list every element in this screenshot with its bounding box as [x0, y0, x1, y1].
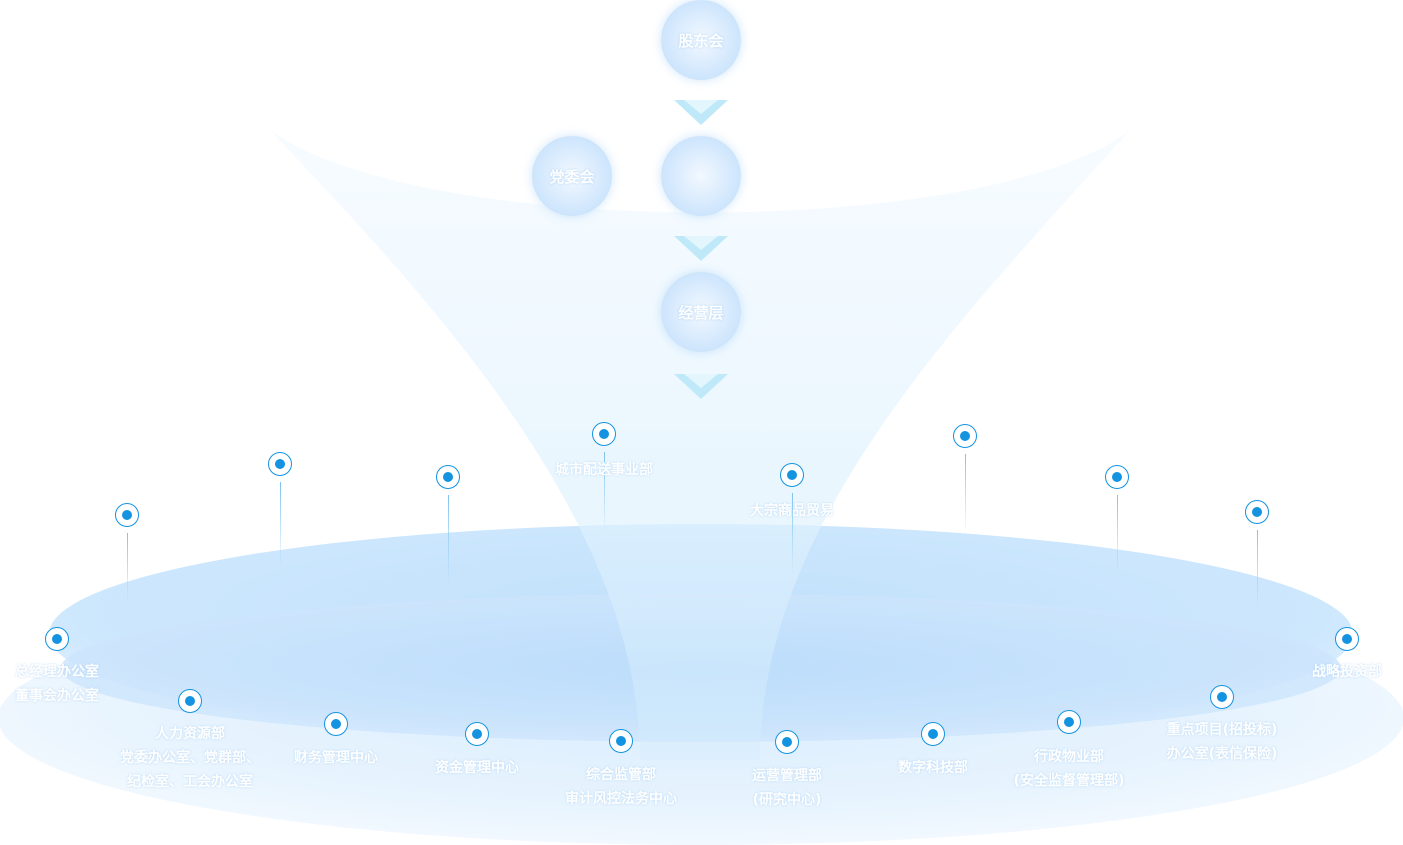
arrow-down-icon: [674, 374, 728, 399]
node-dot-icon: [599, 429, 609, 439]
front-node-9[interactable]: [1335, 627, 1359, 651]
connector-line: [280, 482, 281, 567]
label-line: 董事会办公室: [15, 688, 99, 704]
management-circle: 经营层: [661, 272, 741, 352]
front-node-0[interactable]: [45, 627, 69, 651]
label-line: 纪检室、工会办公室: [127, 774, 253, 790]
front-node-1[interactable]: [178, 689, 202, 713]
front-label-9: 战略投资部: [1312, 660, 1382, 684]
front-label-2: 财务管理中心: [294, 746, 378, 770]
board-circle: [661, 136, 741, 216]
node-dot-icon: [443, 472, 453, 482]
label-line: 总经理办公室: [15, 664, 99, 680]
node-dot-icon: [782, 737, 792, 747]
node-dot-icon: [787, 470, 797, 480]
label-line: 运营管理部: [752, 768, 822, 784]
back-node-3[interactable]: [592, 422, 616, 446]
connector-line: [448, 495, 449, 585]
node-dot-icon: [1064, 717, 1074, 727]
arrow-down-icon: [674, 100, 728, 125]
label-line: 办公室(表信保险): [1166, 746, 1278, 762]
connector-line: [604, 452, 605, 532]
front-label-0: 总经理办公室董事会办公室: [15, 660, 99, 708]
back-node-5[interactable]: [953, 424, 977, 448]
node-dot-icon: [185, 696, 195, 706]
label-line: 行政物业部: [1033, 749, 1104, 765]
front-label-7: 行政物业部 (安全监督管理部): [1014, 745, 1125, 793]
shareholders-label: 股东会: [678, 31, 724, 50]
back-node-2[interactable]: [436, 465, 460, 489]
front-label-3: 资金管理中心: [435, 756, 519, 780]
label-line: 重点项目(招投标): [1166, 722, 1278, 738]
label-line: 审计风控法务中心: [565, 791, 677, 807]
front-node-7[interactable]: [1057, 710, 1081, 734]
front-label-6: 数字科技部: [898, 756, 968, 780]
front-node-6[interactable]: [921, 722, 945, 746]
node-dot-icon: [122, 510, 132, 520]
node-dot-icon: [275, 459, 285, 469]
front-label-1: 人力资源部党委办公室、党群部、纪检室、工会办公室: [120, 722, 260, 794]
connector-line: [792, 493, 793, 573]
node-dot-icon: [1342, 634, 1352, 644]
back-label-3: 城市配送事业部: [555, 458, 653, 482]
front-node-4[interactable]: [609, 729, 633, 753]
front-node-3[interactable]: [465, 722, 489, 746]
back-node-6[interactable]: [1105, 465, 1129, 489]
front-label-8: 重点项目(招投标) 办公室(表信保险): [1167, 718, 1278, 766]
connector-line: [1117, 495, 1118, 575]
label-line: 人力资源部: [155, 726, 225, 742]
front-node-8[interactable]: [1210, 685, 1234, 709]
label-line: 战略投资部: [1312, 664, 1382, 680]
back-node-7[interactable]: [1245, 500, 1269, 524]
node-dot-icon: [1217, 692, 1227, 702]
connector-line: [965, 454, 966, 534]
back-node-1[interactable]: [268, 452, 292, 476]
label-line: (安全监督管理部): [1013, 773, 1125, 789]
label-line: (研究中心): [752, 792, 822, 808]
back-node-0[interactable]: [115, 503, 139, 527]
shareholders-circle: 股东会: [661, 0, 741, 80]
node-dot-icon: [928, 729, 938, 739]
management-label: 经营层: [678, 303, 724, 322]
front-node-2[interactable]: [324, 712, 348, 736]
label-line: 数字科技部: [898, 760, 968, 776]
node-dot-icon: [616, 736, 626, 746]
arrow-down-icon: [674, 236, 728, 261]
label-line: 综合监管部: [586, 767, 656, 783]
node-dot-icon: [960, 431, 970, 441]
node-dot-icon: [331, 719, 341, 729]
label-line: 城市配送事业部: [555, 462, 653, 478]
label-line: 大宗商品贸易: [750, 503, 834, 519]
funnel-shape: [270, 130, 1130, 760]
front-node-5[interactable]: [775, 730, 799, 754]
connector-line: [1257, 530, 1258, 610]
party-committee-circle: 党委会: [532, 136, 612, 216]
back-node-4[interactable]: [780, 463, 804, 487]
front-label-4: 综合监管部审计风控法务中心: [565, 763, 677, 811]
node-dot-icon: [472, 729, 482, 739]
party-committee-label: 党委会: [549, 167, 595, 186]
front-label-5: 运营管理部 (研究中心): [752, 764, 822, 812]
node-dot-icon: [52, 634, 62, 644]
back-label-4: 大宗商品贸易: [750, 499, 834, 523]
node-dot-icon: [1112, 472, 1122, 482]
connector-line: [127, 533, 128, 603]
label-line: 资金管理中心: [435, 760, 519, 776]
label-line: 党委办公室、党群部、: [120, 750, 260, 766]
node-dot-icon: [1252, 507, 1262, 517]
label-line: 财务管理中心: [294, 750, 378, 766]
